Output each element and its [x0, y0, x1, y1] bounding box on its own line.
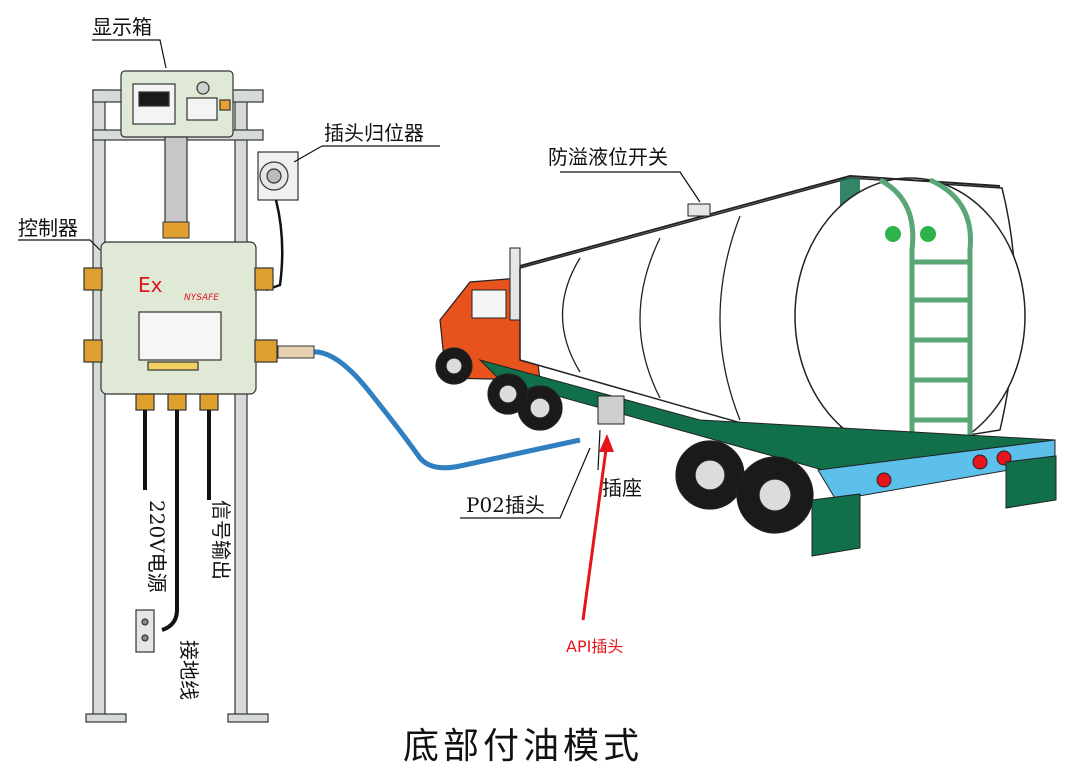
ground-terminal: [135, 609, 155, 653]
diagram-title: 底部付油模式: [403, 726, 643, 767]
label-api-plug: API插头: [566, 637, 623, 656]
label-display-box: 显示箱: [92, 15, 152, 39]
controller-box: [83, 241, 278, 411]
display-box: [120, 70, 234, 138]
label-plug-holder: 插头归位器: [324, 121, 424, 145]
hose-connector: [277, 345, 315, 359]
socket-leader: [597, 429, 601, 471]
p02-hose: [278, 349, 581, 471]
brand-logo: NYSAFE: [184, 293, 219, 303]
label-power: 220V电源: [145, 500, 169, 593]
api-arrow: [581, 441, 609, 621]
api-arrow-head: [599, 434, 614, 452]
tanker-truck: [435, 174, 1057, 557]
label-socket: 插座: [602, 476, 642, 500]
leader-lines: [18, 39, 701, 251]
bottom-cables: [143, 410, 211, 632]
plug-holder: [257, 151, 299, 292]
label-p02-plug: P02插头: [466, 493, 545, 517]
conduit-gland: [162, 221, 190, 239]
label-signal-out: 信号输出: [209, 500, 233, 580]
label-overfill-switch: 防溢液位开关: [548, 145, 668, 169]
ex-mark: Ex: [138, 273, 163, 297]
label-ground-wire: 接地线: [177, 640, 201, 700]
p02-leader: [460, 447, 591, 519]
label-controller: 控制器: [18, 216, 78, 240]
